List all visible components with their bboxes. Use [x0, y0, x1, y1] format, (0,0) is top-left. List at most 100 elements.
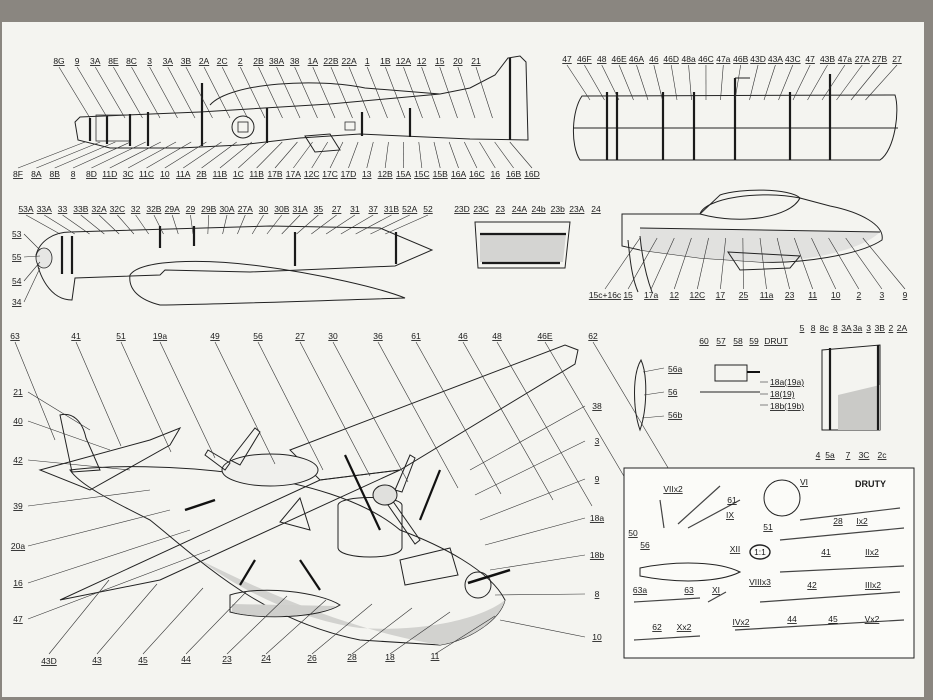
leader-line — [27, 420, 111, 451]
leader-line — [257, 341, 324, 471]
leader-line — [794, 237, 813, 290]
leader-line — [127, 141, 177, 169]
leader-line — [311, 603, 373, 655]
part-label: 33B — [73, 204, 88, 214]
leader-line — [403, 66, 423, 119]
part-label: 45 — [138, 655, 148, 665]
part-label: VIIIx3 — [749, 577, 771, 587]
wire — [779, 527, 905, 541]
part-label: 33A — [37, 204, 52, 214]
part-label: 17B — [267, 169, 282, 179]
strut — [344, 454, 381, 531]
part-label: 60 — [699, 336, 709, 346]
part-label: 12A — [396, 56, 411, 66]
leader-line — [865, 64, 898, 101]
part-label: 8F — [13, 169, 23, 179]
leader-line — [439, 66, 458, 119]
leader-line — [496, 341, 593, 507]
part-label: 15 — [435, 56, 445, 66]
leader-line — [159, 341, 216, 459]
leader-line — [164, 141, 207, 169]
part-label: 12C — [304, 169, 320, 179]
leader-line — [185, 66, 213, 119]
tail-plane — [38, 426, 182, 491]
wire — [759, 591, 901, 603]
part-label: 18a — [590, 513, 604, 523]
part-label: 2B — [196, 169, 207, 179]
leader-line — [340, 214, 374, 235]
part-label: 21 — [13, 387, 23, 397]
part-label: 10 — [831, 290, 841, 300]
part-label: 8E — [108, 56, 119, 66]
part-label: 3A — [90, 56, 101, 66]
leader-line — [14, 341, 56, 441]
part-label: XI — [712, 585, 720, 595]
leader-line — [190, 214, 194, 235]
part-label: 35 — [314, 204, 324, 214]
leader-line — [265, 599, 327, 655]
part-label: 11B — [213, 169, 228, 179]
part-label: 52A — [402, 204, 417, 214]
wing-float — [229, 589, 341, 618]
leader-line — [207, 214, 210, 235]
part-label: 48 — [597, 54, 607, 64]
leader-line — [370, 214, 410, 235]
leader-line — [604, 237, 641, 290]
leader-line — [95, 66, 126, 119]
leader-line — [146, 141, 192, 169]
leader-line — [448, 141, 459, 169]
leader-line — [80, 214, 105, 235]
part-label: 18a(19a) — [770, 377, 804, 387]
engine-pylon — [337, 497, 403, 558]
part-label: 30 — [328, 331, 338, 341]
leader-line — [734, 64, 741, 101]
leader-line — [509, 141, 533, 169]
part-label: Xx2 — [677, 622, 692, 632]
leader-line — [296, 214, 319, 235]
leader-line — [688, 64, 692, 101]
leader-line — [742, 237, 744, 290]
leader-line — [418, 141, 423, 169]
part-label: DRUT — [764, 336, 788, 346]
part-label: 25 — [739, 290, 749, 300]
part-label: 53A — [18, 204, 33, 214]
wire — [779, 565, 905, 573]
leader-line — [836, 64, 863, 101]
part-label: 11C — [139, 169, 154, 179]
part-label: 32B — [146, 204, 161, 214]
leader-line — [351, 607, 413, 655]
leader-line — [120, 341, 172, 453]
part-label: 3C — [859, 450, 870, 460]
part-label: 12 — [417, 56, 427, 66]
part-label: 7 — [846, 450, 851, 460]
leader-line — [389, 611, 451, 655]
part-label: 23b — [551, 204, 565, 214]
strut — [299, 559, 321, 591]
part-label: 8D — [86, 169, 97, 179]
part-label: 1B — [380, 56, 391, 66]
part-label: IX — [726, 510, 734, 520]
part-label: 18b(19b) — [770, 401, 804, 411]
part-label: 18 — [385, 652, 395, 662]
part-label: 15 — [623, 290, 633, 300]
part-label: 43 — [92, 655, 102, 665]
part-label: 28 — [347, 652, 357, 662]
part-label: 29A — [165, 204, 180, 214]
leader-line — [475, 66, 493, 119]
part-label: 16D — [524, 169, 540, 179]
leader-line — [348, 141, 359, 169]
part-label: 11B — [249, 169, 264, 179]
part-label: 3 — [595, 436, 600, 446]
part-label: 30A — [219, 204, 234, 214]
part-label: 31A — [293, 204, 308, 214]
leader-line — [811, 237, 837, 290]
part-label: 39 — [13, 501, 23, 511]
part-label: 11 — [431, 651, 440, 661]
part-label: 61 — [411, 331, 421, 341]
leader-line — [149, 66, 178, 119]
part-label: Vx2 — [865, 614, 880, 624]
